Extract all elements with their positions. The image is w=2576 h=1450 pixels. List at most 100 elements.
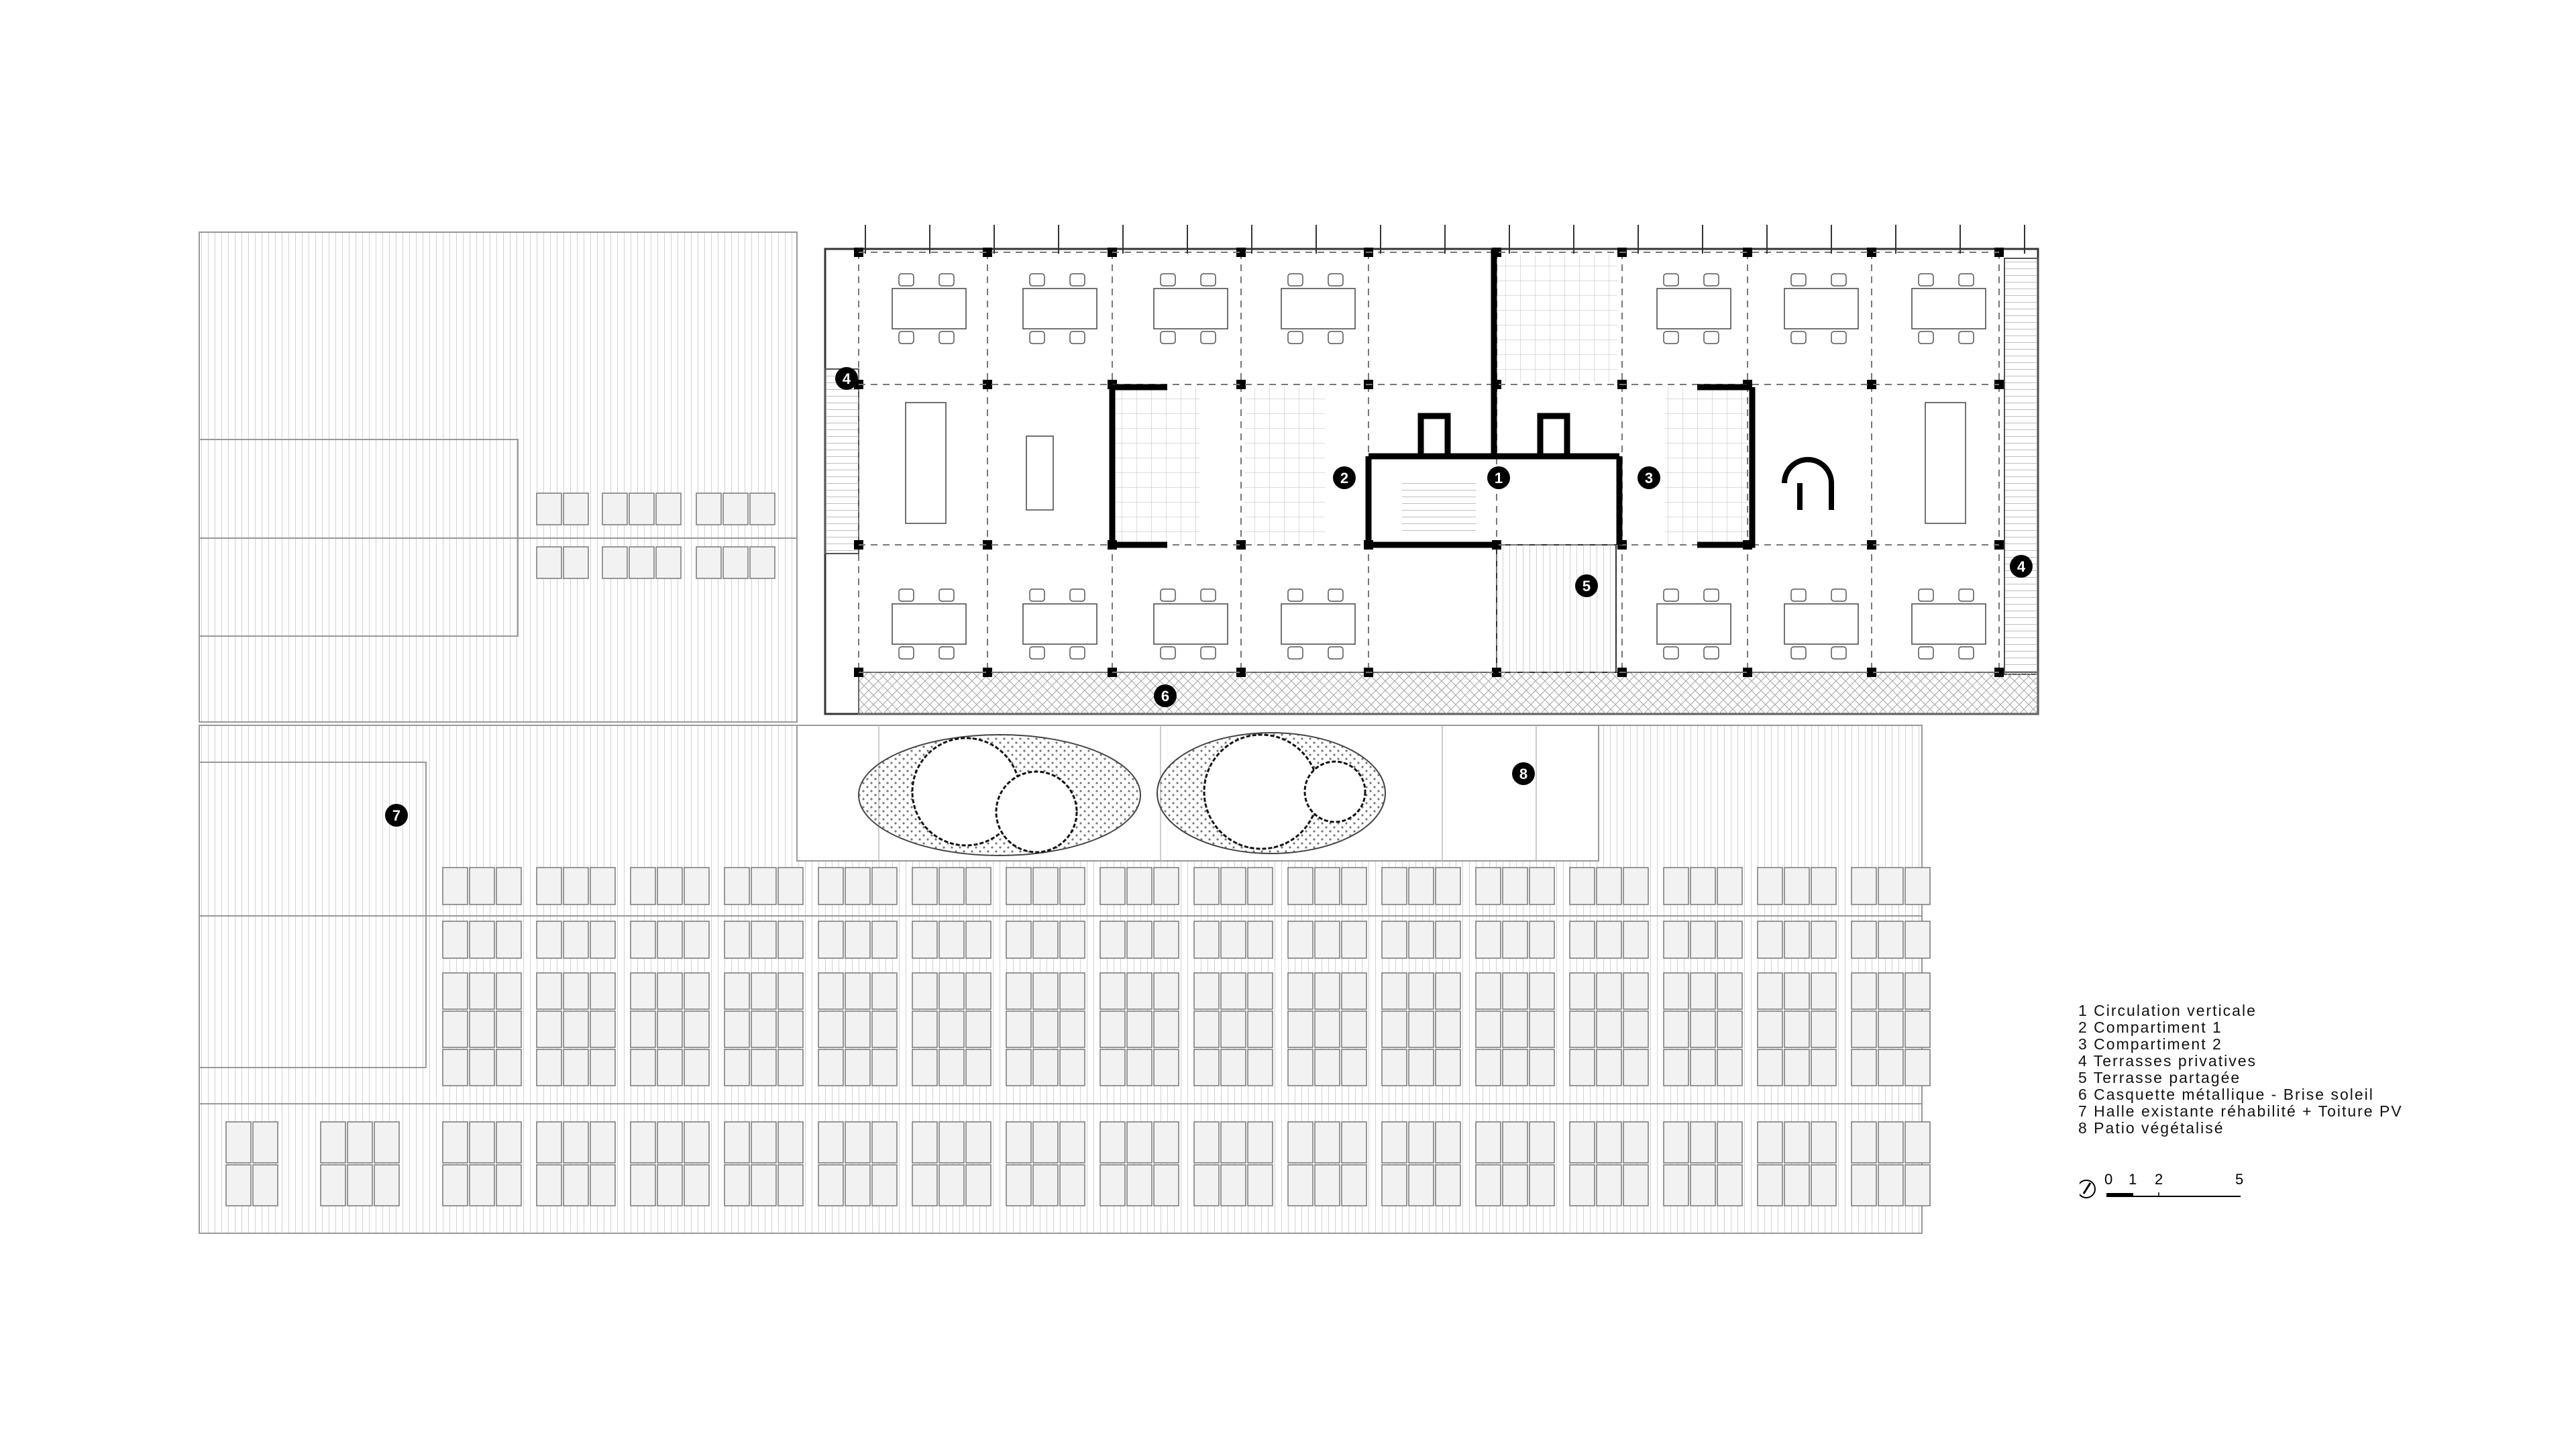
marker-6: 6 <box>1154 684 1177 707</box>
pv-panel <box>1247 867 1273 905</box>
meeting-table <box>1925 402 1966 524</box>
desk <box>892 288 967 329</box>
pv-panel <box>442 867 468 905</box>
pv-panel <box>1904 1164 1931 1206</box>
pv-panel <box>845 867 871 905</box>
casquette-brise-soleil <box>858 672 2039 715</box>
desk <box>1911 288 1986 329</box>
pv-panel <box>1784 1011 1810 1048</box>
chair-icon <box>1703 646 1719 660</box>
column <box>1867 248 1876 257</box>
pv-panel <box>1247 1121 1273 1163</box>
pv-panel <box>1287 1164 1313 1206</box>
spiral-stair-icon <box>1782 457 1834 510</box>
pv-panel <box>1502 1011 1528 1048</box>
pv-panel <box>1341 1011 1367 1048</box>
pv-panel <box>724 1164 750 1206</box>
pv-panel <box>1314 867 1340 905</box>
pv-panel <box>1717 1164 1743 1206</box>
scale-tick: 5 <box>2235 1171 2244 1188</box>
pv-panel <box>1006 1164 1032 1206</box>
pv-panel <box>1247 921 1273 959</box>
pv-panel <box>657 1164 683 1206</box>
compartment-2-wet-area <box>1665 387 1752 545</box>
pv-panel <box>1904 921 1931 959</box>
chair-icon <box>1831 331 1847 344</box>
column <box>1867 668 1876 677</box>
pv-panel <box>1126 1164 1152 1206</box>
pv-panel <box>749 546 775 579</box>
chair-icon <box>1958 273 1974 287</box>
marker-1: 1 <box>1487 466 1510 489</box>
pv-panel <box>602 493 628 525</box>
chair-icon <box>1328 646 1344 660</box>
pv-panel <box>629 493 655 525</box>
pv-panel <box>1247 1011 1273 1048</box>
pv-panel <box>1381 1164 1407 1206</box>
pv-panel <box>1690 921 1716 959</box>
marker-8: 8 <box>1512 762 1535 785</box>
pv-panel <box>1784 921 1810 959</box>
chair-icon <box>1328 331 1344 344</box>
pv-panel <box>1663 972 1689 1010</box>
pv-panel <box>684 867 710 905</box>
pv-panel <box>563 1011 589 1048</box>
desk <box>1911 603 1986 645</box>
desk <box>1784 603 1859 645</box>
pv-panel <box>1059 972 1085 1010</box>
desk <box>1656 288 1731 329</box>
pv-panel <box>1623 972 1649 1010</box>
pv-panel <box>1717 1049 1743 1086</box>
pv-panel <box>1006 1121 1032 1163</box>
chair-icon <box>1200 331 1216 344</box>
chair-icon <box>1958 331 1974 344</box>
pv-panel <box>1904 1121 1931 1163</box>
pv-panel <box>845 972 871 1010</box>
pv-panel <box>1314 921 1340 959</box>
scale-tick: 1 <box>2129 1171 2137 1188</box>
pv-panel <box>818 1011 844 1048</box>
chair-icon <box>898 588 914 602</box>
stair-terrace-left <box>824 368 859 554</box>
pv-panel <box>1663 1164 1689 1206</box>
pv-panel <box>777 1049 804 1086</box>
desk <box>1022 603 1097 645</box>
pv-panel <box>724 867 750 905</box>
pv-panel <box>938 1011 965 1048</box>
scale-tick: 2 <box>2155 1171 2163 1188</box>
marker-number: 1 <box>1495 470 1503 486</box>
column <box>1236 668 1246 677</box>
legend: 1 Circulation verticale 2 Compartiment 1… <box>2078 1002 2403 1137</box>
pv-panel <box>1596 1011 1622 1048</box>
pv-panel <box>1220 921 1246 959</box>
pv-panel <box>1006 1049 1032 1086</box>
pv-panel <box>1287 972 1313 1010</box>
legend-item: 4 Terrasses privatives <box>2078 1052 2257 1070</box>
pv-panel <box>1811 1011 1837 1048</box>
legend-item: 7 Halle existante réhabilité + Toiture P… <box>2078 1102 2403 1120</box>
pv-panel <box>1757 1121 1783 1163</box>
pv-panel <box>1569 1011 1595 1048</box>
pv-panel <box>563 1121 589 1163</box>
pv-panel <box>1690 972 1716 1010</box>
pv-panel <box>1717 1121 1743 1163</box>
pv-panel <box>657 921 683 959</box>
pv-panel <box>536 1121 562 1163</box>
chair-icon <box>1200 273 1216 287</box>
pv-panel <box>1784 972 1810 1010</box>
pv-panel <box>657 1121 683 1163</box>
pv-panel <box>965 1164 991 1206</box>
pv-panel <box>1663 1049 1689 1086</box>
pv-panel <box>1006 972 1032 1010</box>
pv-panel <box>563 972 589 1010</box>
pv-panel <box>1220 1011 1246 1048</box>
pv-panel <box>1126 921 1152 959</box>
patio <box>796 725 1599 862</box>
pv-panel <box>496 972 522 1010</box>
pv-panel <box>1287 1049 1313 1086</box>
column <box>1492 668 1501 677</box>
pv-panel <box>1153 867 1179 905</box>
pv-panel <box>1596 1049 1622 1086</box>
pv-panel <box>630 1121 656 1163</box>
pv-panel <box>563 867 589 905</box>
